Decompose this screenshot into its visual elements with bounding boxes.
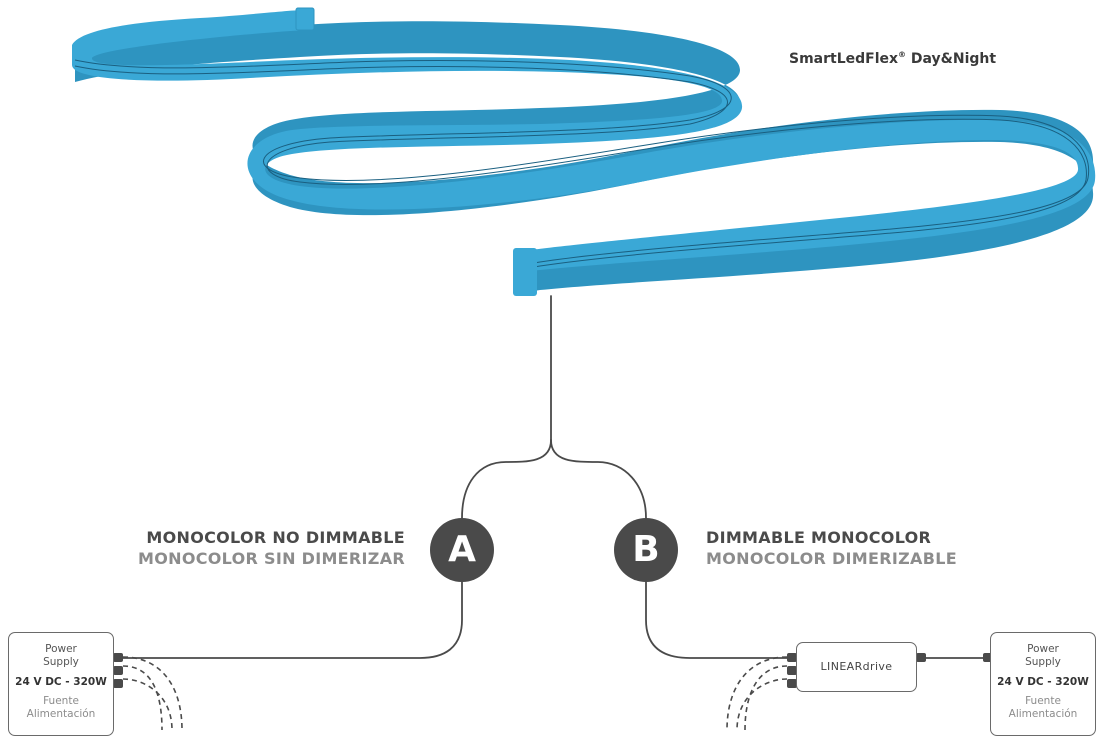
terminal-left-psu bbox=[113, 666, 123, 675]
option-a-label: MONOCOLOR NO DIMMABLE MONOCOLOR SIN DIME… bbox=[137, 527, 405, 569]
option-b-badge: B bbox=[614, 518, 678, 582]
power-supply-left: Power Supply 24 V DC - 320W Fuente Alime… bbox=[8, 632, 114, 736]
power-supply-spec: 24 V DC - 320W bbox=[15, 676, 107, 688]
terminal-driver bbox=[787, 653, 797, 662]
product-variant: Day&Night bbox=[910, 51, 997, 67]
led-strip-groove bbox=[74, 59, 1090, 267]
branch-cable-b bbox=[550, 439, 647, 519]
option-b-label-en: DIMMABLE MONOCOLOR bbox=[706, 528, 932, 547]
power-supply-title: Power Supply bbox=[1025, 643, 1061, 668]
cable-a-to-psu bbox=[117, 581, 463, 659]
terminal-driver-out bbox=[916, 653, 926, 662]
option-a-badge: A bbox=[430, 518, 494, 582]
mains-cable-left bbox=[122, 665, 163, 731]
option-b-label: DIMMABLE MONOCOLOR MONOCOLOR DIMERIZABLE bbox=[706, 527, 957, 569]
mains-cable-driver bbox=[736, 678, 788, 731]
registered-mark: ® bbox=[898, 50, 907, 59]
led-strip-end-cap bbox=[513, 248, 537, 296]
option-a-label-en: MONOCOLOR NO DIMMABLE bbox=[146, 528, 405, 547]
led-strip-end-cap bbox=[295, 7, 315, 31]
mains-cable-left bbox=[122, 656, 183, 731]
mains-cable-driver bbox=[744, 665, 788, 731]
terminal-driver bbox=[787, 679, 797, 688]
power-supply-title: Power Supply bbox=[43, 643, 79, 668]
option-b-label-es: MONOCOLOR DIMERIZABLE bbox=[706, 549, 957, 568]
power-supply-right: Power Supply 24 V DC - 320W Fuente Alime… bbox=[990, 632, 1096, 736]
led-strip-side bbox=[75, 21, 1094, 294]
cables bbox=[117, 295, 986, 659]
mains-cables bbox=[122, 656, 788, 731]
product-name: SmartLedFlex bbox=[789, 51, 899, 67]
terminal-driver bbox=[787, 666, 797, 675]
branch-cable-a bbox=[461, 439, 552, 519]
mains-cable-left bbox=[122, 678, 173, 731]
power-supply-spec: 24 V DC - 320W bbox=[997, 676, 1089, 688]
led-strip-groove bbox=[74, 65, 1087, 271]
cable-b-to-driver bbox=[645, 581, 791, 659]
power-supply-title-es: Fuente Alimentación bbox=[1008, 695, 1078, 720]
mains-cable-driver bbox=[726, 656, 788, 731]
terminals bbox=[113, 653, 993, 688]
linear-driver: LINEARdrive bbox=[796, 642, 917, 692]
led-strip-body bbox=[72, 8, 1096, 272]
option-a-label-es: MONOCOLOR SIN DIMERIZAR bbox=[138, 549, 405, 568]
terminal-left-psu bbox=[113, 653, 123, 662]
power-supply-title-es: Fuente Alimentación bbox=[26, 695, 96, 720]
led-strip bbox=[72, 7, 1096, 296]
product-title: SmartLedFlex® Day&Night bbox=[789, 50, 996, 67]
terminal-left-psu bbox=[113, 679, 123, 688]
